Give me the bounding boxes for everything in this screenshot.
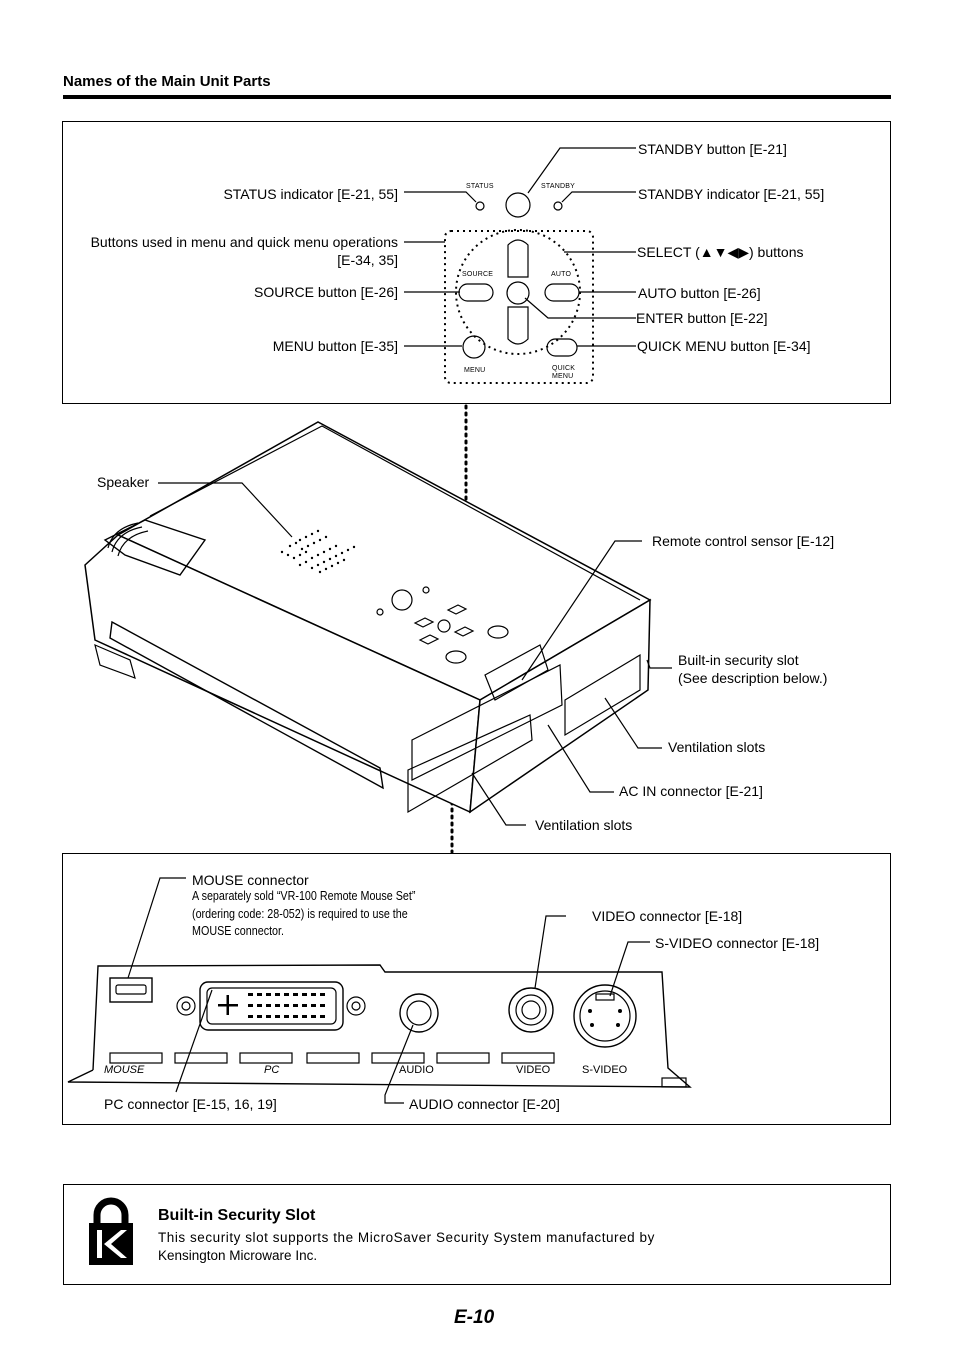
mouse-note-line-1: A separately sold “VR-100 Remote Mouse S… xyxy=(192,889,416,903)
projector-body xyxy=(84,421,652,814)
pc-connector-pins xyxy=(218,993,622,1027)
speaker-grille xyxy=(280,529,356,574)
header-rule xyxy=(63,95,891,99)
control-cluster-outline xyxy=(444,230,594,384)
connector-panel-drawing xyxy=(67,964,692,1088)
callout-menu-operations: Buttons used in menu and quick menu oper… xyxy=(90,234,398,250)
up-arrow-button xyxy=(507,239,529,278)
source-button xyxy=(458,283,494,302)
panel-label-status: STATUS xyxy=(466,183,494,190)
security-text-line-1: This security slot supports the MicroSav… xyxy=(158,1230,655,1245)
security-box xyxy=(63,1184,891,1285)
auto-button xyxy=(544,283,580,302)
panel-label-standby: STANDBY xyxy=(541,183,575,190)
standby-button xyxy=(505,192,531,218)
page-number: E-10 xyxy=(454,1307,495,1328)
connector-panel-box xyxy=(62,853,891,1125)
panel-label-audio: AUDIO xyxy=(399,1064,434,1076)
security-text-line-2: Kensington Microware Inc. xyxy=(158,1248,318,1263)
panel-label-quick: QUICK xyxy=(552,365,576,372)
callout-enter-button: ENTER button [E-22] xyxy=(636,310,768,326)
mouse-note-line-3: MOUSE connector. xyxy=(192,924,285,938)
mouse-note-line-2: (ordering code: 28-052) is required to u… xyxy=(192,907,408,921)
callout-s-video-connector: S-VIDEO connector [E-18] xyxy=(655,935,820,951)
quick-menu-button xyxy=(546,338,578,357)
menu-button xyxy=(462,335,486,359)
panel-label-mouse: MOUSE xyxy=(104,1064,145,1076)
callout-auto-button: AUTO button [E-26] xyxy=(638,285,761,301)
callout-standby-button: STANDBY button [E-21] xyxy=(638,141,787,157)
section-title: Names of the Main Unit Parts xyxy=(63,73,271,90)
panel-label-menu: MENU xyxy=(464,367,486,374)
callout-video-connector: VIDEO connector [E-18] xyxy=(592,908,743,924)
callout-ventilation-right: Ventilation slots xyxy=(668,739,766,755)
callout-ac-in: AC IN connector [E-21] xyxy=(619,783,763,799)
callout-select-buttons: SELECT (▲▼◀▶) buttons xyxy=(637,244,804,260)
status-indicator xyxy=(475,201,485,211)
down-arrow-button xyxy=(507,306,529,345)
panel-label-quick-menu: MENU xyxy=(552,373,574,380)
callout-quick-menu-button: QUICK MENU button [E-34] xyxy=(637,338,811,354)
panel-label-source: SOURCE xyxy=(462,271,494,278)
standby-indicator xyxy=(553,201,563,211)
callout-menu-button: MENU button [E-35] xyxy=(272,338,398,354)
callout-audio-connector: AUDIO connector [E-20] xyxy=(409,1096,560,1112)
panel-label-video: VIDEO xyxy=(516,1064,551,1076)
callout-standby-indicator: STANDBY indicator [E-21, 55] xyxy=(638,186,825,202)
select-ring xyxy=(455,229,581,355)
callout-source-button: SOURCE button [E-26] xyxy=(254,284,398,300)
callout-ventilation-bottom: Ventilation slots xyxy=(535,817,633,833)
callout-pc-connector: PC connector [E-15, 16, 19] xyxy=(104,1096,277,1112)
callout-security-slot-note: (See description below.) xyxy=(678,670,828,686)
enter-button xyxy=(506,281,530,305)
callout-status-indicator: STATUS indicator [E-21, 55] xyxy=(223,186,398,202)
panel-label-auto: AUTO xyxy=(551,271,572,278)
kensington-lock-icon xyxy=(88,1197,134,1265)
callout-mouse-connector: MOUSE connector xyxy=(192,872,309,888)
callout-speaker: Speaker xyxy=(97,474,150,490)
callout-menu-operations-ref: [E-34, 35] xyxy=(337,252,398,268)
control-panel-box xyxy=(62,121,891,404)
panel-label-pc: PC xyxy=(264,1064,280,1076)
security-title: Built-in Security Slot xyxy=(158,1207,316,1224)
panel-label-s-video: S-VIDEO xyxy=(582,1064,628,1076)
callout-security-slot: Built-in security slot xyxy=(678,652,799,668)
callout-remote-sensor: Remote control sensor [E-12] xyxy=(652,533,835,549)
